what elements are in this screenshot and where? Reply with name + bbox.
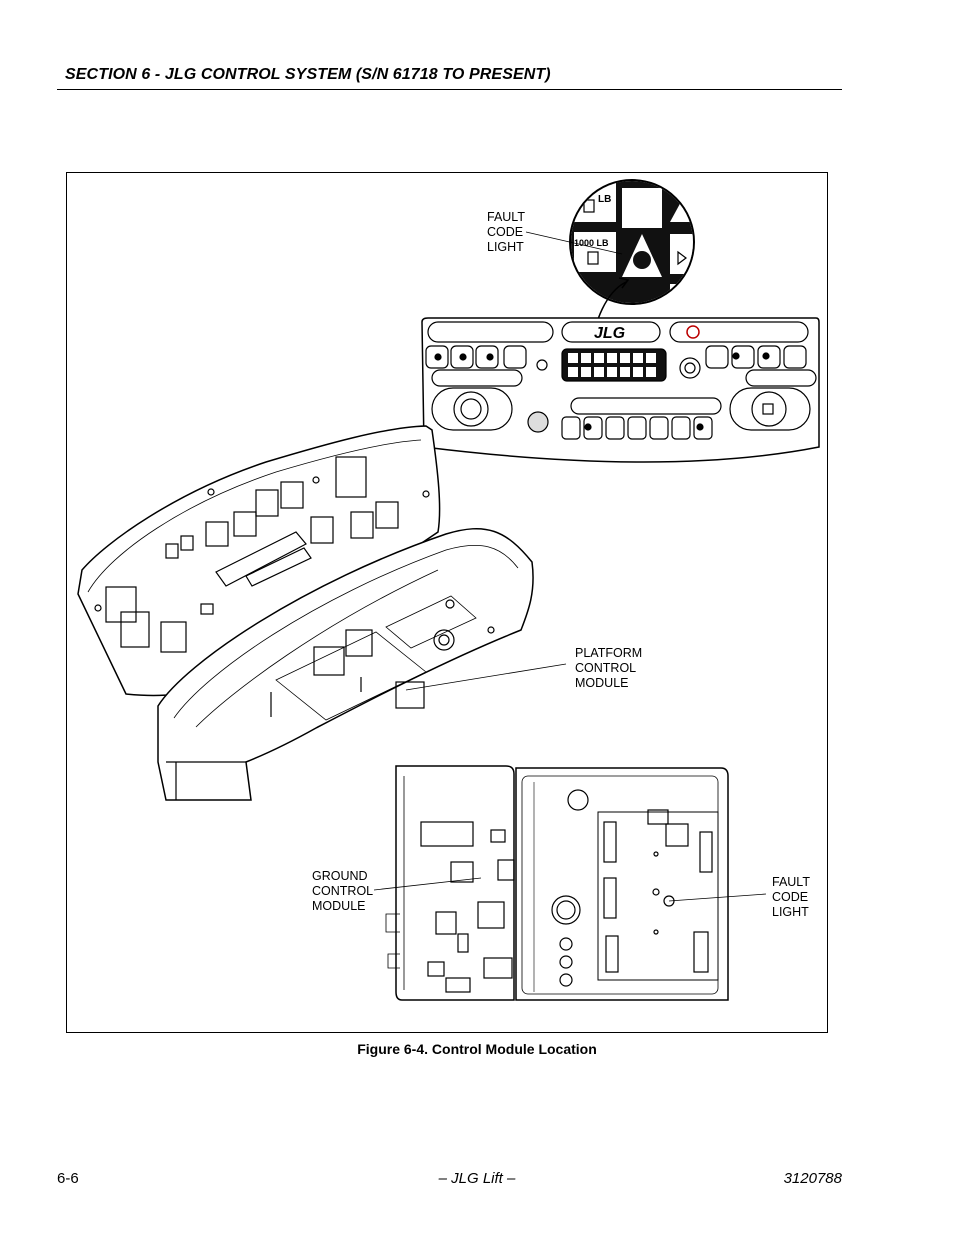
magnifier-1000lb-label: 1000 LB xyxy=(574,238,609,248)
figure-caption: Figure 6-4. Control Module Location xyxy=(357,1041,597,1057)
magnifier-lb-label: LB xyxy=(598,194,611,205)
panel-logo: JLG xyxy=(594,325,625,342)
figure-frame xyxy=(66,172,828,1033)
callout-fault-code-light-top: FAULT CODE LIGHT xyxy=(487,210,525,254)
footer-center-text: – JLG Lift – xyxy=(438,1170,516,1187)
footer-doc-number: 3120788 xyxy=(783,1170,842,1187)
header-rule xyxy=(57,89,842,90)
callout-fault-code-light-bottom: FAULT CODE LIGHT xyxy=(772,875,810,919)
callout-ground-control-module: GROUND CONTROL MODULE xyxy=(312,869,374,913)
section-title: SECTION 6 - JLG CONTROL SYSTEM (S/N 6171… xyxy=(65,66,551,83)
ground-control-box xyxy=(385,765,729,1001)
footer-page-number: 6-6 xyxy=(57,1170,79,1187)
platform-control-box xyxy=(77,425,534,801)
callout-platform-control-module: PLATFORM CONTROL MODULE xyxy=(575,646,643,690)
control-module-illustration: LB 1000 LB JLG xyxy=(77,179,820,1001)
fault-light-magnifier: LB 1000 LB xyxy=(569,179,695,305)
control-panel-overlay: JLG xyxy=(421,317,820,463)
